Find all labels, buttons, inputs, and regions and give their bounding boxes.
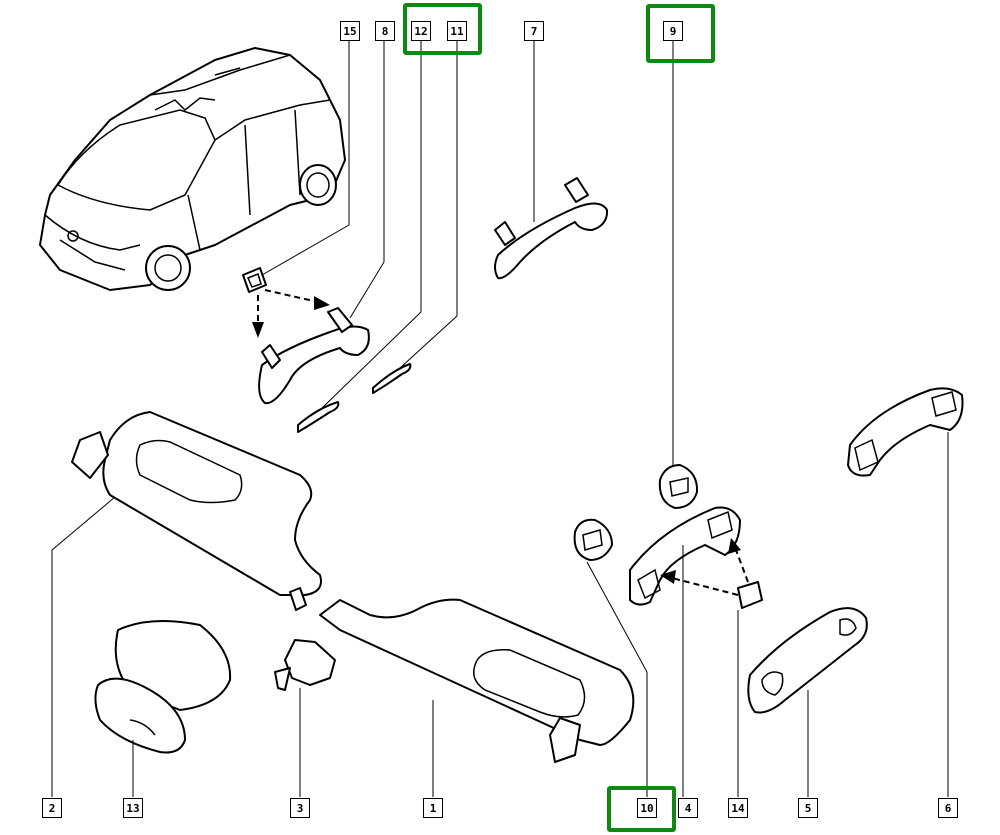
callout-4[interactable]: 4 (678, 798, 698, 818)
part-13-courtesy-light (94, 620, 232, 754)
part-14-clip (737, 581, 763, 609)
part-6-handle (847, 387, 964, 477)
part-7-handle (494, 177, 609, 280)
callout-11[interactable]: 11 (447, 21, 467, 41)
part-10-cover (573, 518, 613, 561)
part-9-cover (658, 464, 699, 509)
part-11-clip (372, 363, 412, 394)
callout-3[interactable]: 3 (290, 798, 310, 818)
part-3-visor-clip (274, 639, 336, 691)
part-1-right-visor (319, 598, 635, 763)
vehicle-illustration (39, 47, 346, 291)
leader-lines (51, 40, 949, 797)
part-8-handle (258, 307, 370, 405)
callout-2[interactable]: 2 (42, 798, 62, 818)
callout-1[interactable]: 1 (423, 798, 443, 818)
callout-15[interactable]: 15 (340, 21, 360, 41)
callout-5[interactable]: 5 (798, 798, 818, 818)
part-4-handle (629, 506, 741, 606)
callout-6[interactable]: 6 (938, 798, 958, 818)
callout-7[interactable]: 7 (524, 21, 544, 41)
part-2-left-visor (71, 411, 322, 611)
callout-13[interactable]: 13 (123, 798, 143, 818)
part-15-clip (242, 267, 267, 293)
callout-10[interactable]: 10 (637, 798, 657, 818)
part-12-clip (297, 401, 340, 433)
callout-8[interactable]: 8 (375, 21, 395, 41)
callout-12[interactable]: 12 (411, 21, 431, 41)
callout-9[interactable]: 9 (663, 21, 683, 41)
callout-14[interactable]: 14 (728, 798, 748, 818)
part-5-bracket (747, 607, 868, 714)
